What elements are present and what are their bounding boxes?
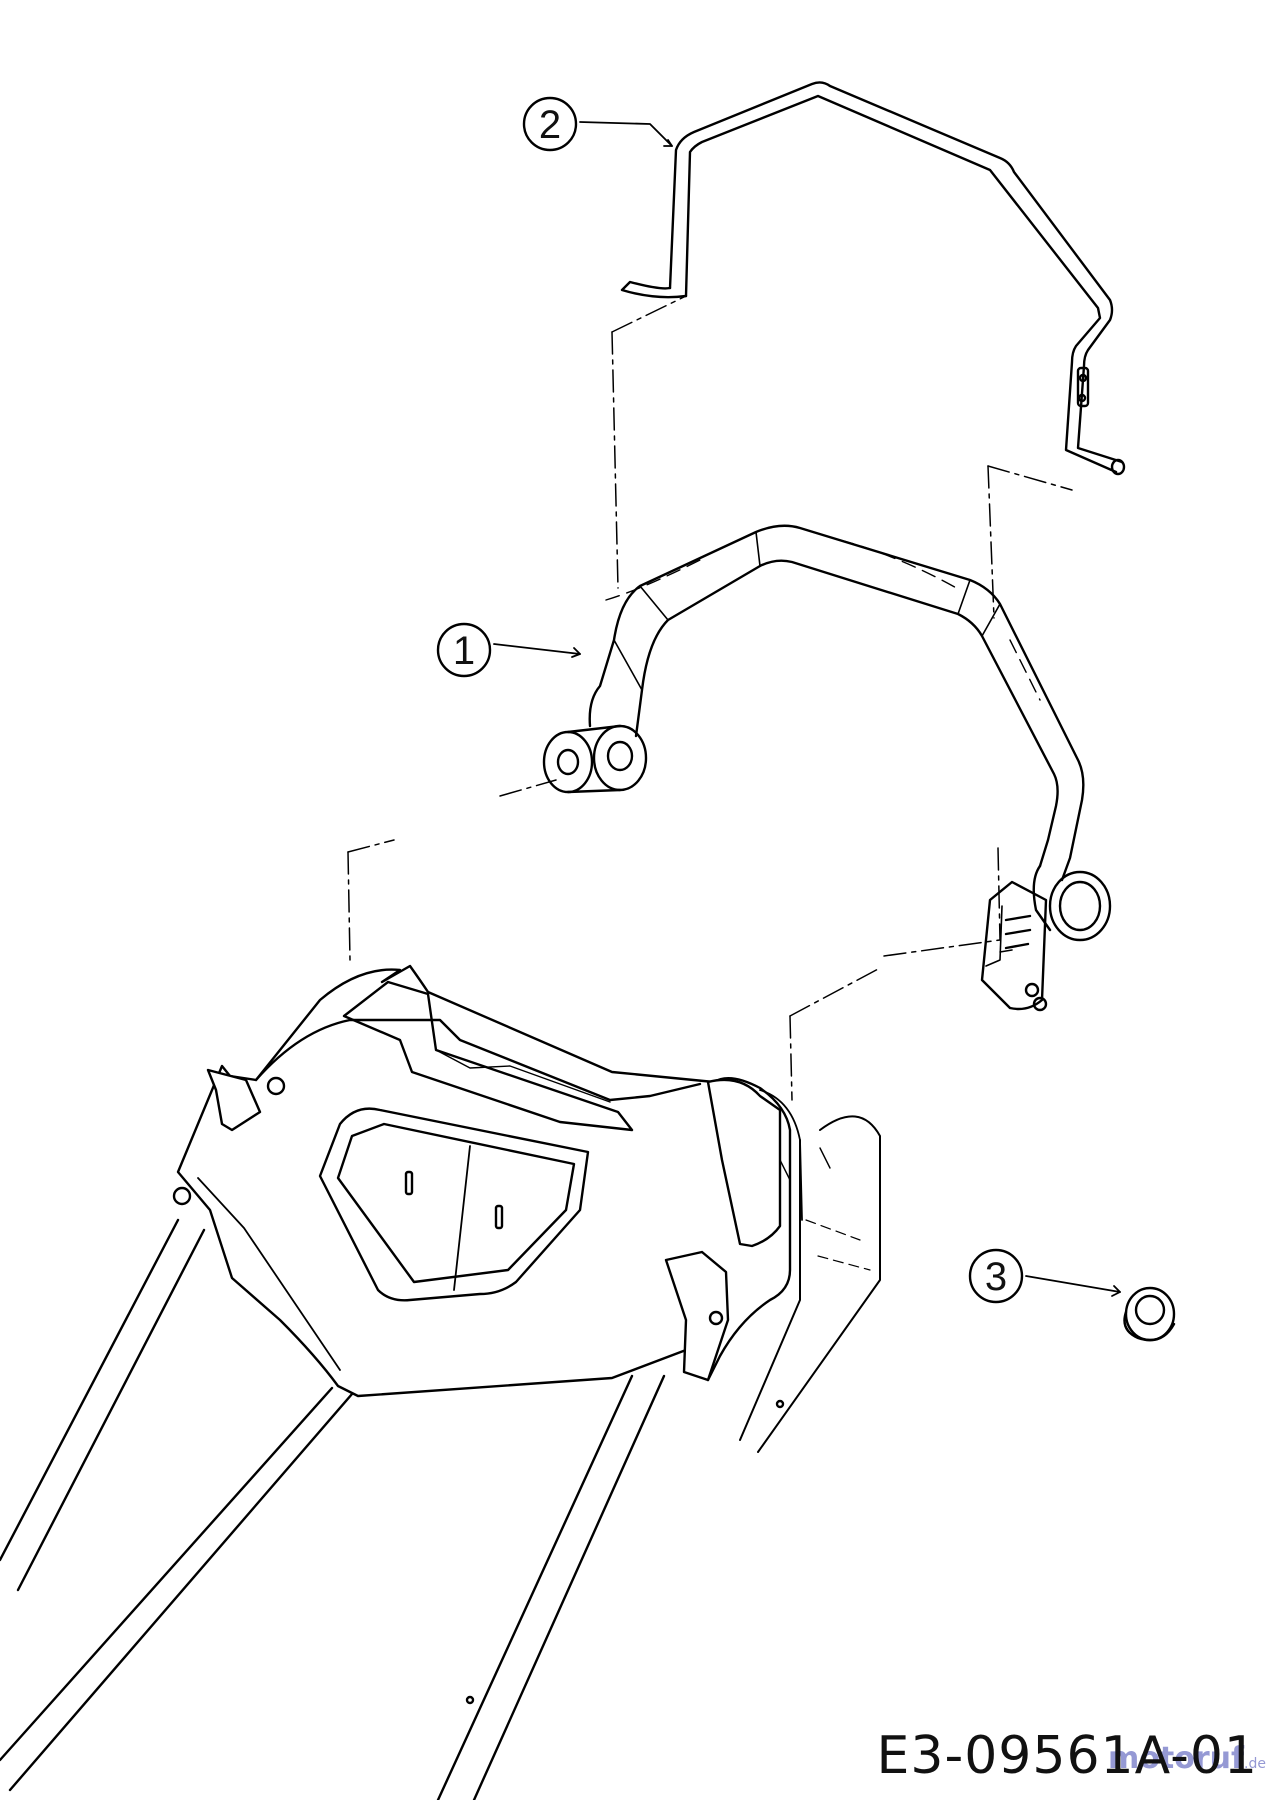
callout-1-label: 1 bbox=[453, 629, 475, 673]
callout-2: 2 bbox=[522, 96, 578, 152]
assembly-lines bbox=[347, 295, 1073, 1101]
callout-2-label: 2 bbox=[539, 103, 561, 147]
wire-bail-rod bbox=[620, 81, 1126, 476]
drawing-code: E3-09561A-01 bbox=[876, 1726, 1258, 1786]
watermark-logo: motoruf.de bbox=[1108, 1741, 1266, 1776]
callout-3: 3 bbox=[968, 1248, 1024, 1304]
watermark-suffix: .de bbox=[1244, 1756, 1266, 1772]
lower-handle-tubes bbox=[0, 1115, 881, 1800]
callout-1: 1 bbox=[436, 622, 492, 678]
handle-bracket bbox=[542, 524, 1112, 1012]
handle-console-housing bbox=[172, 964, 803, 1398]
leader-lines bbox=[493, 121, 1121, 1297]
watermark-main: motoruf bbox=[1108, 1741, 1245, 1776]
callout-3-label: 3 bbox=[985, 1255, 1007, 1299]
grommet-plug bbox=[1123, 1286, 1176, 1342]
